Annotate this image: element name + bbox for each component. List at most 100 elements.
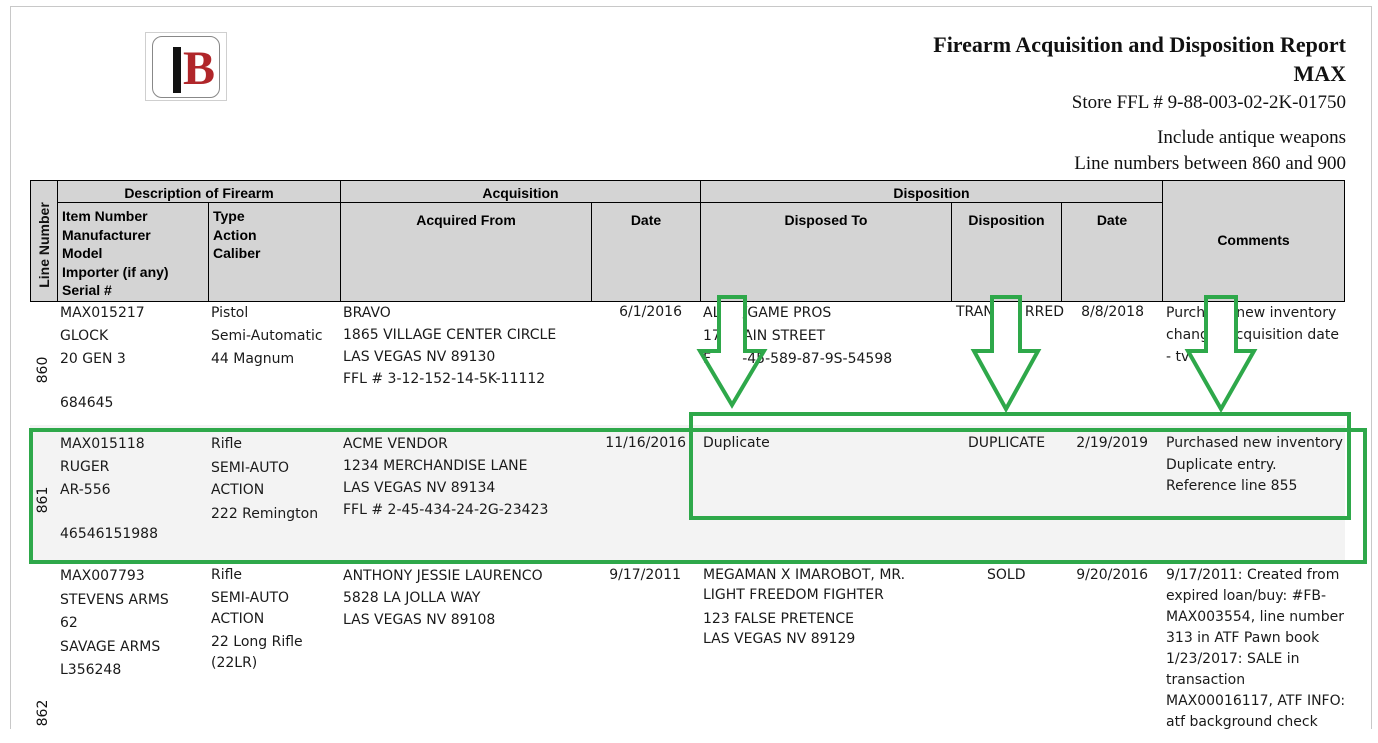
col-sep-7 xyxy=(1061,202,1062,302)
disposed-to-line: Duplicate xyxy=(703,435,770,451)
comment-line: 1/23/2017: SALE in xyxy=(1166,651,1300,667)
line-number-860: 860 xyxy=(33,340,53,400)
acq-from-line: FFL # 3-12-152-14-5K-11112 xyxy=(343,371,546,387)
disp-date: 8/8/2018 xyxy=(1081,304,1144,320)
header-disposed-to: Disposed To xyxy=(784,212,868,228)
acq-date: 6/1/2016 xyxy=(619,304,682,320)
manufacturer: RUGER xyxy=(60,459,110,475)
header-disp-date: Date xyxy=(1096,212,1128,228)
caliber: 44 Magnum xyxy=(211,351,295,367)
header-description: Description of Firearm xyxy=(124,185,274,201)
comment-line: 9/17/2011: Created from xyxy=(1166,567,1340,583)
disposition: SOLD xyxy=(987,567,1026,583)
header-background xyxy=(31,181,1344,301)
table-header-bottom xyxy=(30,301,1345,302)
header-disposition: Disposition xyxy=(968,212,1045,228)
action: SEMI-AUTO xyxy=(211,460,290,476)
header-comments: Comments xyxy=(1217,232,1290,248)
col-sep-4 xyxy=(591,202,592,302)
item-number: MAX015217 xyxy=(60,305,145,321)
table-row-860-comments: Purch new inventory chang cquisition dat… xyxy=(1166,302,1339,368)
type: Rifle xyxy=(211,567,243,583)
comment-line: expired loan/buy: #FB- xyxy=(1166,588,1327,604)
line-number-text: 861 xyxy=(35,486,51,514)
item-number: MAX007793 xyxy=(60,568,145,584)
header-manufacturer: Manufacturer xyxy=(62,226,151,243)
header-importer: Importer (if any) xyxy=(62,263,169,280)
table-row-862-disposed-to: MEGAMAN X IMAROBOT, MR. LIGHT FREEDOM FI… xyxy=(703,565,905,649)
comment-line: Reference line 855 xyxy=(1166,478,1298,494)
type: Rifle xyxy=(211,436,243,452)
table-row-861-type: Rifle SEMI-AUTO ACTION 222 Remington xyxy=(211,433,318,525)
disposed-to-line: LAS VEGAS NV 89129 xyxy=(703,631,856,647)
action: Semi-Automatic xyxy=(211,328,323,344)
comment-line: Duplicate entry. xyxy=(1166,456,1277,473)
disposition: DUPLICATE xyxy=(968,435,1046,451)
filter-antique: Include antique weapons xyxy=(1157,127,1346,148)
importer xyxy=(60,371,145,392)
header-line-number-label: Line Number xyxy=(36,202,52,288)
disp-date: 2/19/2019 xyxy=(1076,435,1148,451)
header-disposition-group: Disposition xyxy=(893,185,970,201)
importer: SAVAGE ARMS xyxy=(60,638,161,655)
comment-line: transaction xyxy=(1166,672,1246,688)
store-ffl: Store FFL # 9-88-003-02-2K-01750 xyxy=(1071,92,1346,113)
table-row-860-acq-from: BRAVO 1865 VILLAGE CENTER CIRCLE LAS VEG… xyxy=(343,302,556,390)
logo-frame: B xyxy=(152,36,220,98)
header-item-number: Item Number xyxy=(62,208,148,224)
header-type: Type xyxy=(213,208,245,224)
line-number-861: 861 xyxy=(33,470,53,530)
table-row-862-desc: MAX007793 STEVENS ARMS 62 SAVAGE ARMS L3… xyxy=(60,565,169,683)
action-cont: ACTION xyxy=(211,482,265,498)
table-row-861-desc: MAX015118 RUGER AR-556 46546151988 xyxy=(60,433,158,546)
acq-from-line: LAS VEGAS NV 89108 xyxy=(343,612,496,628)
acq-from-line: LAS VEGAS NV 89134 xyxy=(343,480,496,496)
line-number-text: 862 xyxy=(35,699,51,727)
col-sep-2 xyxy=(208,202,209,302)
caliber: 22 Long Rifle xyxy=(211,634,303,650)
header-serial: Serial # xyxy=(62,282,112,298)
table-row-860-disposed-to: AL /GAME PROS 17 AIN STREET F -45-589-87… xyxy=(703,302,892,371)
action-cont: ACTION xyxy=(211,611,265,627)
company-logo: B xyxy=(145,32,227,101)
acq-from-line: ANTHONY JESSIE LAURENCO xyxy=(343,568,543,584)
acq-from-line: 1865 VILLAGE CENTER CIRCLE xyxy=(343,327,557,343)
acq-from-line: 1234 MERCHANDISE LANE xyxy=(343,458,528,474)
acq-date: 11/16/2016 xyxy=(605,435,686,451)
disposed-to-line: 123 FALSE PRETENCE xyxy=(703,611,855,627)
manufacturer: GLOCK xyxy=(60,328,109,344)
header-acquired-from: Acquired From xyxy=(416,212,516,228)
acq-from-line: 5828 LA JOLLA WAY xyxy=(343,590,481,606)
col-sep-0 xyxy=(30,180,31,302)
acq-from-line: FFL # 2-45-434-24-2G-23423 xyxy=(343,502,549,518)
table-row-861-comments: Purchased new inventory Duplicate entry.… xyxy=(1166,433,1343,498)
caliber: 222 Remington xyxy=(211,506,319,522)
type: Pistol xyxy=(211,305,249,321)
acq-from-line: ACME VENDOR xyxy=(343,436,448,452)
comment-line: Purch new inventory xyxy=(1166,305,1337,321)
comment-line: - tv xyxy=(1166,349,1190,365)
header-desc-col1: Item Number Manufacturer Model Importer … xyxy=(62,207,169,300)
table-subheader-line-a xyxy=(57,202,1163,203)
serial: L356248 xyxy=(60,662,122,678)
comment-line: MAX003554, line number xyxy=(1166,609,1344,625)
disposed-to-line: 17 AIN STREET xyxy=(703,328,826,344)
filter-line-range: Line numbers between 860 and 900 xyxy=(1074,153,1346,174)
col-sep-1 xyxy=(57,180,58,302)
header-desc-col2: Type Action Caliber xyxy=(213,207,260,263)
disposed-to-line: F -45-589-87-9S-54598 xyxy=(703,351,893,367)
table-row-861-acq-from: ACME VENDOR 1234 MERCHANDISE LANE LAS VE… xyxy=(343,433,548,521)
serial: 684645 xyxy=(60,395,114,411)
acq-from-line: LAS VEGAS NV 89130 xyxy=(343,349,496,365)
acq-from-line: BRAVO xyxy=(343,305,391,321)
action: SEMI-AUTO xyxy=(211,590,290,606)
disposed-to-line: MEGAMAN X IMAROBOT, MR. xyxy=(703,567,906,583)
header-action: Action xyxy=(213,226,257,243)
header-acquisition: Acquisition xyxy=(482,185,559,201)
table-row-862-type: Rifle SEMI-AUTO ACTION 22 Long Rifle (22… xyxy=(211,565,303,674)
table-row-862-comments: 9/17/2011: Created from expired loan/buy… xyxy=(1166,565,1345,733)
header-model: Model xyxy=(62,245,103,261)
store-name: MAX xyxy=(1293,61,1346,86)
acq-date: 9/17/2011 xyxy=(609,567,681,583)
col-sep-8 xyxy=(1162,180,1163,302)
